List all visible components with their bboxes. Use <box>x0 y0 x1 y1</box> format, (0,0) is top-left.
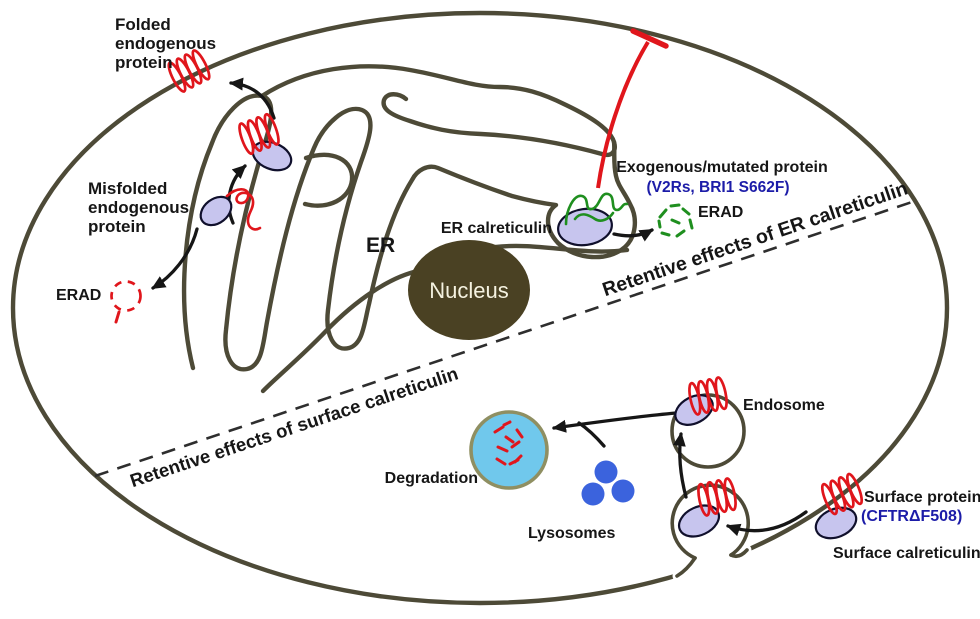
folded-protein-label-line3: protein <box>115 53 173 72</box>
misfolded-protein-label-line1: Misfolded <box>88 179 167 198</box>
degradation-vesicle <box>469 410 549 490</box>
degraded-protein-fragments-icon <box>493 420 524 466</box>
arrow-ercal-to-erad <box>612 228 654 242</box>
lysosomes-icon <box>581 460 635 506</box>
arrow-lysosome-branch <box>577 421 606 448</box>
erad-right-label: ERAD <box>698 204 743 221</box>
folded-protein-label-line2: endogenous <box>115 34 216 53</box>
endosome-label: Endosome <box>743 397 825 414</box>
nucleus-label: Nucleus <box>429 278 508 303</box>
arrow-endosome-to-degradation <box>552 411 678 433</box>
exogenous-protein-glycan-icon <box>564 192 629 226</box>
arrow-surface-to-vesicle <box>726 510 808 537</box>
arrow-misfolded-to-erad <box>151 227 199 290</box>
divider-dashed-line <box>94 198 919 478</box>
calreticulin-vesicle <box>677 504 721 538</box>
calreticulin-er <box>557 207 613 247</box>
vesicle-protein-icon <box>694 476 740 518</box>
retentive-er-label: Retentive effects of ER calreticulin <box>600 177 911 301</box>
er-canopy <box>259 64 617 157</box>
surface-calreticulin-label: Surface calreticulin <box>833 545 980 562</box>
erad-left-label: ERAD <box>56 287 101 304</box>
cell-membrane <box>10 10 950 606</box>
er-calreticulin-label: ER calreticulin <box>441 220 552 237</box>
inhibition-tbar-icon <box>596 28 669 189</box>
calreticulin-misfolded-bound <box>199 195 233 227</box>
lysosomes-label: Lysosomes <box>528 525 616 542</box>
exogenous-examples-label: (V2Rs, BRI1 S662F) <box>647 179 790 196</box>
surface-protein-label: Surface protein <box>864 489 980 506</box>
erad-substrate-left-icon <box>110 280 142 324</box>
misfolded-protein-label-line3: protein <box>88 217 146 236</box>
arrow-misfolded-to-bound <box>227 164 247 225</box>
er-fold <box>302 152 355 208</box>
surface-protein-example-label: (CFTRΔF508) <box>861 508 962 525</box>
nucleus <box>408 240 530 340</box>
exogenous-protein-label: Exogenous/mutated protein <box>616 159 828 176</box>
membrane-gap <box>672 544 752 582</box>
folded-protein-label-line1: Folded <box>115 15 171 34</box>
degradation-label: Degradation <box>385 470 478 487</box>
erad-substrate-right-icon <box>657 203 694 238</box>
arrow-vesicle-to-endosome <box>672 432 688 499</box>
misfolded-protein-label-line2: endogenous <box>88 198 189 217</box>
arrow-er-to-membrane <box>229 77 276 120</box>
er-label: ER <box>366 234 395 257</box>
misfolded-peptide-icon <box>225 188 262 231</box>
